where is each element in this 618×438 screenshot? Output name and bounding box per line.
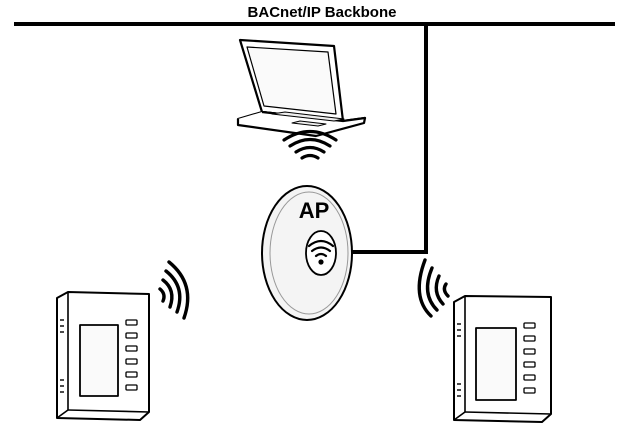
access-point-icon: AP	[261, 185, 353, 321]
ap-wifi-icon	[305, 230, 337, 276]
right-controller-wifi-waves-icon	[417, 258, 450, 318]
access-point-label: AP	[299, 198, 330, 223]
left-controller-wifi-waves-icon	[158, 260, 190, 320]
laptop-wifi-waves-icon	[282, 129, 338, 160]
laptop-icon	[236, 38, 367, 138]
backbone-label: BACnet/IP Backbone	[248, 4, 397, 21]
left-thermostat-controller-icon	[56, 291, 150, 421]
backbone-cable	[14, 22, 615, 254]
right-thermostat-controller-icon	[453, 295, 552, 423]
